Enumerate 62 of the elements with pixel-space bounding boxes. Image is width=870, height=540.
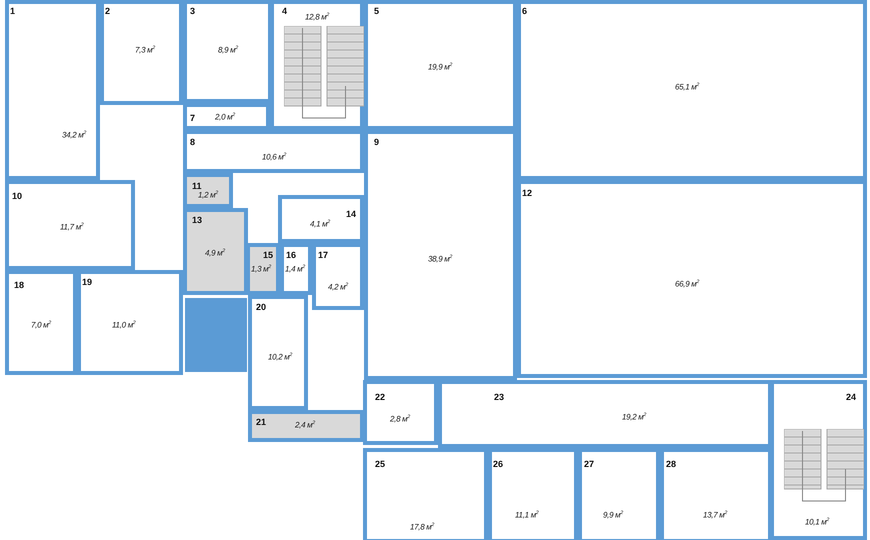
area-label: 1,4 м$^{2}$ xyxy=(285,263,305,275)
shaft-block xyxy=(185,298,247,372)
area-label: 7,0 м$^{2}$ xyxy=(31,319,51,331)
room-number: 9 xyxy=(374,137,380,147)
room xyxy=(248,410,364,442)
room xyxy=(270,0,364,130)
area-label: 19,2 м$^{2}$ xyxy=(622,411,646,423)
area-label: 10,2 м$^{2}$ xyxy=(268,351,292,363)
room-number: 3 xyxy=(190,6,196,16)
room-number: 26 xyxy=(493,459,504,469)
area-label: 19,9 м$^{2}$ xyxy=(428,61,452,73)
area-label: 10,6 м$^{2}$ xyxy=(262,151,286,163)
room-number: 4 xyxy=(282,6,288,16)
room-number: 6 xyxy=(522,6,528,16)
room-number: 19 xyxy=(82,277,92,287)
room-number: 8 xyxy=(190,137,196,147)
room-number: 10 xyxy=(12,191,22,201)
area-label: 34,2 м$^{2}$ xyxy=(62,129,86,141)
area-label: 4,1 м$^{2}$ xyxy=(310,218,330,230)
room-number: 11 xyxy=(192,181,202,191)
area-label: 1,2 м$^{2}$ xyxy=(198,189,218,201)
room-number: 28 xyxy=(666,459,676,469)
room-number: 7 xyxy=(190,113,196,123)
area-label: 2,0 м$^{2}$ xyxy=(215,111,235,123)
room-number: 21 xyxy=(256,417,266,427)
room-number: 23 xyxy=(494,392,504,402)
room-number: 20 xyxy=(256,302,266,312)
area-label: 13,7 м$^{2}$ xyxy=(703,509,727,521)
room xyxy=(770,380,867,540)
area-label: 1,3 м$^{2}$ xyxy=(251,263,271,275)
area-label: 38,9 м$^{2}$ xyxy=(428,253,452,265)
room-number: 16 xyxy=(286,250,296,260)
area-label: 2,4 м$^{2}$ xyxy=(295,419,315,431)
room xyxy=(183,208,248,295)
room-number: 14 xyxy=(346,209,356,219)
area-label: 4,9 м$^{2}$ xyxy=(205,247,225,259)
area-label: 10,1 м$^{2}$ xyxy=(805,516,829,528)
area-label: 17,8 м$^{2}$ xyxy=(410,521,434,533)
area-label: 12,8 м$^{2}$ xyxy=(305,11,329,23)
room-number: 17 xyxy=(318,250,328,260)
area-label: 7,3 м$^{2}$ xyxy=(135,44,155,56)
room-number: 5 xyxy=(374,6,380,16)
room xyxy=(363,448,488,540)
room-number: 15 xyxy=(263,250,274,260)
area-label: 66,9 м$^{2}$ xyxy=(675,278,699,290)
area-label: 65,1 м$^{2}$ xyxy=(675,81,699,93)
area-label: 11,7 м$^{2}$ xyxy=(60,221,84,233)
room-number: 13 xyxy=(192,215,202,225)
room-number: 1 xyxy=(10,6,16,16)
room-number: 22 xyxy=(375,392,386,402)
area-label: 9,9 м$^{2}$ xyxy=(603,509,623,521)
area-label: 8,9 м$^{2}$ xyxy=(218,44,238,56)
area-label: 2,8 м$^{2}$ xyxy=(390,413,410,425)
room-number: 27 xyxy=(584,459,594,469)
room-number: 25 xyxy=(375,459,386,469)
room-number: 24 xyxy=(846,392,856,402)
room-number: 2 xyxy=(105,6,110,16)
area-label: 4,2 м$^{2}$ xyxy=(328,281,348,293)
area-label: 11,1 м$^{2}$ xyxy=(515,509,538,521)
area-label: 11,0 м$^{2}$ xyxy=(112,319,136,331)
room-number: 18 xyxy=(14,280,24,290)
room-number: 12 xyxy=(522,188,532,198)
